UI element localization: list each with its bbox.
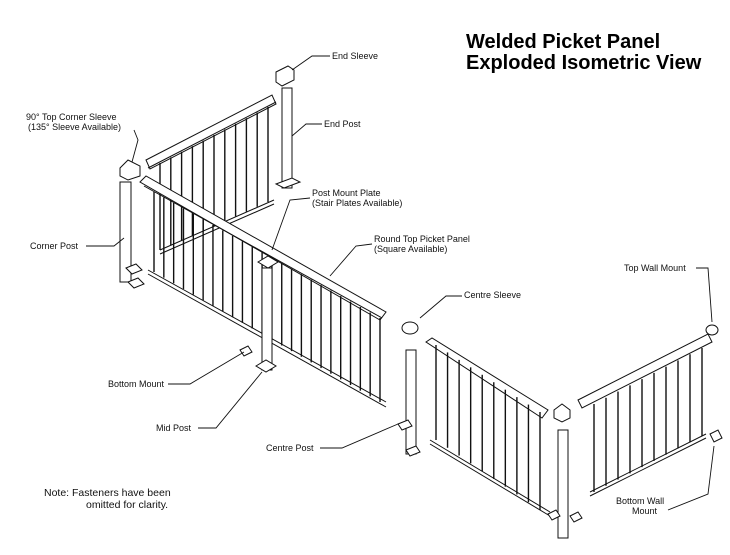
label-mid-post: Mid Post [156, 423, 192, 433]
corner-sleeve [119, 159, 141, 181]
label-picket-panel-2: (Square Available) [374, 244, 448, 254]
leader-lines [86, 55, 715, 511]
note-line-1: Note: Fasteners have been [44, 487, 171, 499]
label-end-post: End Post [324, 119, 361, 129]
fastener-note: Note: Fasteners have been omitted for cl… [44, 487, 171, 511]
wall-picket-panel [577, 333, 713, 497]
centre-post [397, 349, 421, 457]
label-top-wall-mount: Top Wall Mount [624, 263, 686, 273]
end-sleeve [275, 65, 295, 87]
label-bottom-wall-mount-2: Mount [632, 506, 658, 516]
mid-post [255, 255, 279, 373]
label-end-sleeve: End Sleeve [332, 51, 379, 61]
bottom-wall-mount [709, 429, 723, 443]
back-picket-panel [145, 94, 277, 255]
label-bottom-mount: Bottom Mount [108, 379, 165, 389]
title-line-2: Exploded Isometric View [466, 52, 702, 74]
label-post-mount-plate-2: (Stair Plates Available) [312, 198, 403, 208]
label-picket-panel-1: Round Top Picket Panel [374, 234, 470, 244]
right-end-post [547, 403, 583, 539]
middle-picket-panel [425, 337, 551, 517]
title-line-1: Welded Picket Panel [466, 31, 661, 53]
diagram-title: Welded Picket Panel Exploded Isometric V… [466, 32, 701, 74]
top-wall-mount [705, 324, 719, 336]
label-centre-sleeve: Centre Sleeve [464, 290, 522, 300]
bottom-mount [239, 345, 253, 357]
centre-sleeve [401, 321, 419, 335]
corner-post [119, 181, 145, 289]
label-corner-sleeve-2: (135° Sleeve Available) [28, 122, 121, 132]
label-post-mount-plate-1: Post Mount Plate [312, 188, 381, 198]
end-post [274, 87, 302, 189]
label-centre-post: Centre Post [266, 443, 314, 453]
label-corner-post: Corner Post [30, 241, 79, 251]
note-line-2: omitted for clarity. [86, 499, 169, 511]
label-corner-sleeve-1: 90° Top Corner Sleeve [26, 112, 117, 122]
label-bottom-wall-mount-1: Bottom Wall [616, 496, 665, 506]
